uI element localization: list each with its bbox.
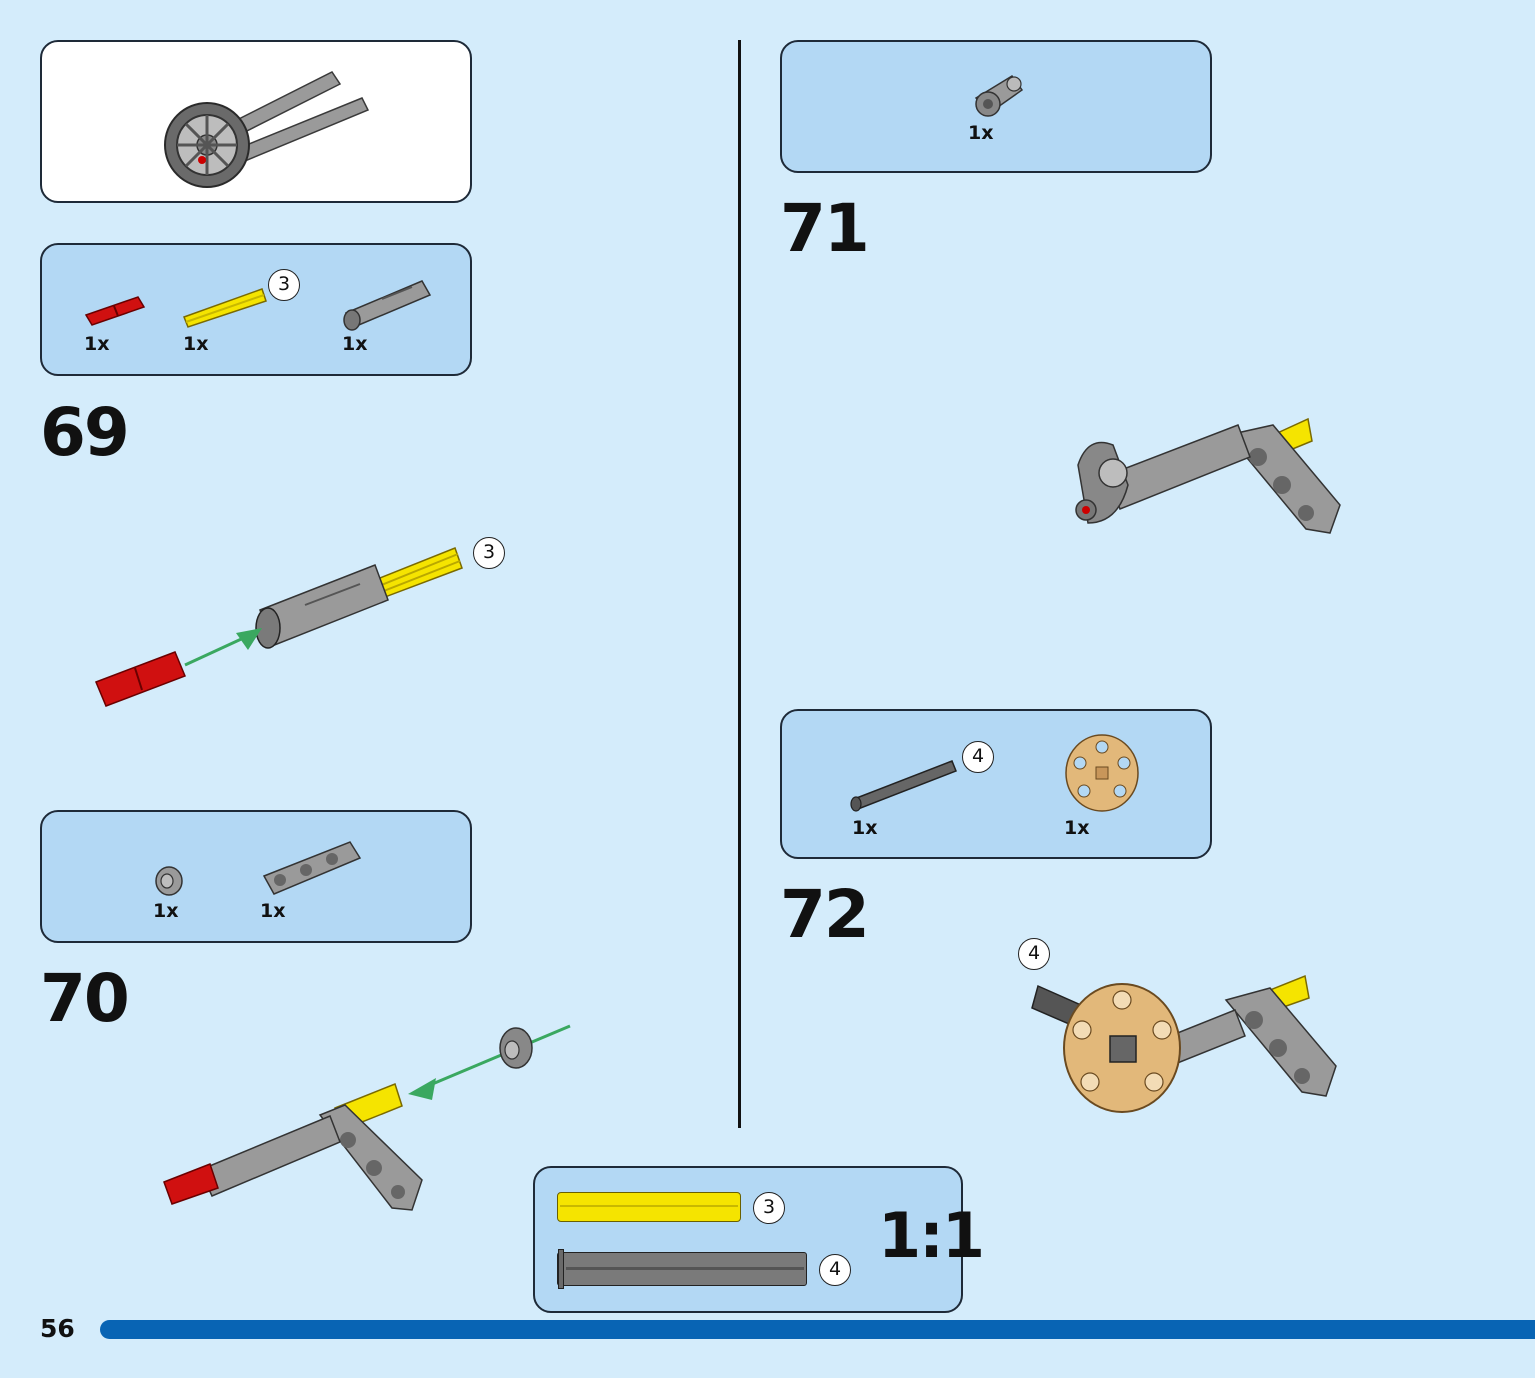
part-count: 1x xyxy=(1064,817,1090,839)
step-72-assembly-illustration xyxy=(1031,974,1337,1113)
axle-length-badge: 3 xyxy=(268,269,300,301)
step-70-parts-box: 1x 1x xyxy=(40,810,472,943)
dark-axle-4-icon xyxy=(850,760,957,812)
callout-length-badge: 3 xyxy=(473,537,505,569)
part-count: 1x xyxy=(84,333,110,355)
part-count: 1x xyxy=(260,900,286,922)
tan-wheel-icon xyxy=(1065,734,1139,812)
scale-check-box: 3 4 xyxy=(533,1166,963,1313)
column-divider xyxy=(738,40,741,1128)
scale-length-badge: 4 xyxy=(819,1254,851,1286)
gray-axle-connector-icon xyxy=(343,280,432,331)
red-axle-connector-icon xyxy=(84,296,146,326)
wheel-assembly-icon xyxy=(164,71,370,188)
step-70-assembly-illustration xyxy=(163,1024,571,1211)
footer-bar xyxy=(100,1320,1535,1339)
step-number: 72 xyxy=(780,876,870,953)
scale-ratio: 1:1 xyxy=(878,1199,985,1272)
step-71-parts-box: 1x xyxy=(780,40,1212,173)
part-count: 1x xyxy=(183,333,209,355)
step-69-parts-box: 1x 3 1x 1x xyxy=(40,243,472,376)
step-72-parts-box: 4 1x 1x xyxy=(780,709,1212,859)
step-71-assembly-illustration xyxy=(1075,417,1341,534)
axle-length-badge: 4 xyxy=(962,741,994,773)
step-number: 70 xyxy=(40,960,130,1037)
axle-3-scale-bar xyxy=(557,1192,741,1222)
callout-length-badge: 4 xyxy=(1018,938,1050,970)
beam-icon xyxy=(262,841,362,895)
axle-4-scale-bar xyxy=(557,1249,807,1289)
yellow-axle-3-icon xyxy=(183,288,267,328)
step-69-assembly-illustration xyxy=(95,547,463,707)
axle-pin-connector-icon xyxy=(974,74,1024,117)
part-count: 1x xyxy=(968,122,994,144)
part-count: 1x xyxy=(852,817,878,839)
part-count: 1x xyxy=(342,333,368,355)
step-number: 71 xyxy=(780,190,870,267)
scale-length-badge: 3 xyxy=(753,1192,785,1224)
page-number: 56 xyxy=(40,1314,75,1343)
bush-icon xyxy=(155,866,183,896)
preview-box xyxy=(40,40,472,203)
step-number: 69 xyxy=(40,394,130,471)
part-count: 1x xyxy=(153,900,179,922)
